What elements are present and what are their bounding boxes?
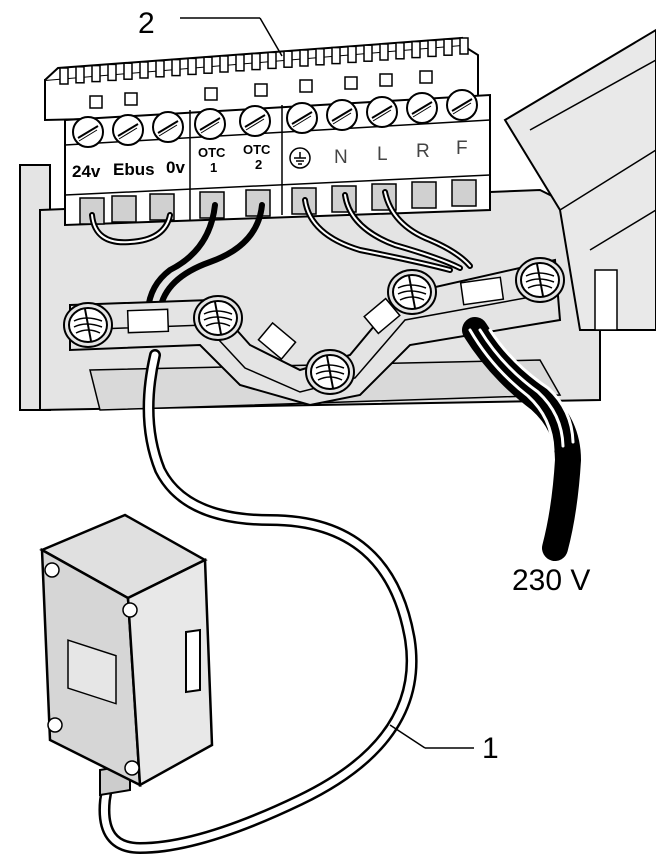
cable-clamp <box>63 257 565 407</box>
comb-tooth <box>107 63 117 82</box>
terminal-label-l: L <box>377 144 388 165</box>
comb-tooth <box>331 46 341 65</box>
comb-tooth <box>347 45 357 64</box>
callout-label-1: 1 <box>482 732 499 765</box>
comb-tooth <box>203 56 213 74</box>
comb-tooth <box>379 43 389 61</box>
terminal-block: 24v Ebus 0v OTC 1 OTC 2 N L R F <box>44 36 491 227</box>
comb-tooth <box>427 39 437 58</box>
comb-tooth <box>139 61 149 79</box>
mains-voltage-label: 230 V <box>512 564 590 597</box>
comb-tooth <box>219 55 229 73</box>
terminal-label-ebus: Ebus <box>113 160 155 179</box>
comb-tooth <box>411 40 421 59</box>
comb-tooth <box>299 49 309 67</box>
terminal-label-0v: 0v <box>166 158 185 177</box>
comb-tooth <box>443 38 453 56</box>
comb-tooth <box>75 66 85 84</box>
sensor-cable <box>98 349 418 855</box>
comb-tooth <box>395 42 405 60</box>
comb-tooth <box>91 64 101 83</box>
comb-tooth <box>267 51 277 70</box>
terminal-label-24v: 24v <box>72 162 101 181</box>
callout-label-2: 2 <box>138 7 155 40</box>
terminal-label-r: R <box>416 141 430 162</box>
wiring <box>89 189 473 313</box>
mains-cable <box>462 317 582 561</box>
comb-tooth <box>459 37 469 55</box>
comb-tooth <box>171 58 181 77</box>
comb-tooth <box>155 60 165 78</box>
terminal-label-f: F <box>456 138 468 159</box>
terminal-label-otc1: OTC <box>198 145 226 160</box>
comb-tooth <box>59 67 69 85</box>
terminal-label-otc2-num: 2 <box>255 157 262 172</box>
terminal-label-otc1-num: 1 <box>210 160 217 175</box>
earth-ground-icon <box>289 147 311 169</box>
comb-tooth <box>315 48 325 66</box>
terminal-label-otc2: OTC <box>243 142 271 157</box>
callout-2: 2 <box>138 7 283 57</box>
comb-tooth <box>363 44 373 62</box>
outdoor-sensor <box>39 513 214 797</box>
comb-tooth <box>283 50 293 68</box>
comb-tooth <box>235 54 245 72</box>
comb-tooth <box>123 62 133 80</box>
comb-tooth <box>187 57 197 76</box>
terminal-label-n: N <box>334 147 348 168</box>
callout-1: 1 <box>389 724 499 765</box>
comb-tooth <box>251 52 261 71</box>
